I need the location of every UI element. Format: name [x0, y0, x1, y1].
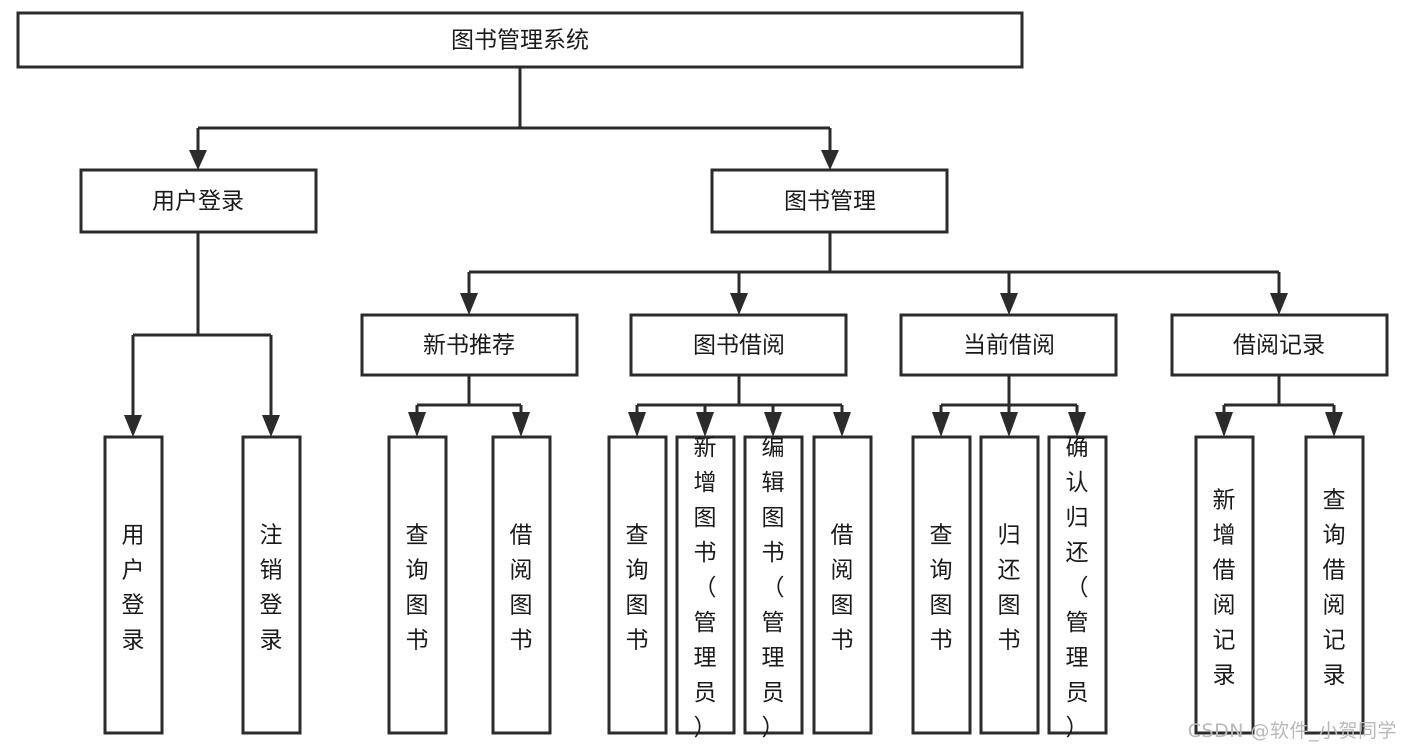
node-leaf-borrow-book-new-box: [491, 435, 552, 735]
node-leaf-logout[interactable]: 注销登录: [241, 435, 302, 735]
node-leaf-confirm-return-label: 确认归还（管理员）: [1066, 435, 1089, 741]
node-book-manage-box: [710, 168, 949, 234]
node-current-borrow-label: 当前借阅: [963, 333, 1055, 359]
arrow-head-book-borrow: [730, 293, 748, 315]
arrow-head-leaf-query-book-3: [932, 412, 950, 437]
arrow-head-leaf-edit-book: [764, 412, 782, 437]
node-leaf-confirm-return[interactable]: 确认归还（管理员）: [1047, 435, 1108, 741]
node-leaf-add-record-label: 新增借阅记录: [1213, 487, 1236, 688]
node-leaf-add-record[interactable]: 新增借阅记录: [1194, 435, 1255, 735]
node-new-book-recommend[interactable]: 新书推荐: [360, 313, 579, 377]
node-new-book-recommend-box: [360, 313, 579, 377]
node-leaf-add-record-box: [1194, 435, 1255, 735]
node-book-manage[interactable]: 图书管理: [710, 168, 949, 234]
node-leaf-query-record[interactable]: 查询借阅记录: [1304, 435, 1365, 735]
node-new-book-recommend-label: 新书推荐: [423, 333, 515, 359]
node-borrow-record-label: 借阅记录: [1233, 333, 1325, 359]
node-leaf-borrow-book-new[interactable]: 借阅图书: [491, 435, 552, 735]
arrow-head-leaf-confirm-return: [1068, 412, 1086, 437]
arrow-head-leaf-logout: [262, 415, 280, 437]
node-leaf-query-book-new[interactable]: 查询图书: [387, 435, 448, 735]
node-user-login-label: 用户登录: [152, 189, 244, 215]
node-user-login[interactable]: 用户登录: [79, 168, 318, 234]
node-leaf-query-book-current-box: [911, 435, 972, 735]
arrow-head-leaf-add-book: [696, 412, 714, 437]
arrow-head-user-login: [189, 150, 207, 170]
arrow-head-leaf-query-record: [1325, 412, 1343, 437]
node-leaf-query-book-new-label: 查询图书: [406, 522, 429, 653]
node-leaf-edit-book-box: [743, 435, 804, 735]
arrow-head-leaf-borrow-book-2: [833, 412, 851, 437]
node-leaf-query-record-box: [1304, 435, 1365, 735]
node-root-system[interactable]: 图书管理系统: [16, 11, 1024, 69]
arrow-head-leaf-add-record: [1215, 412, 1233, 437]
csdn-watermark: CSDN @软件_小贺同学: [1187, 720, 1397, 742]
node-current-borrow[interactable]: 当前借阅: [899, 313, 1118, 377]
node-leaf-borrow-book-borrow-label: 借阅图书: [831, 522, 854, 653]
node-leaf-return-book[interactable]: 归还图书: [979, 435, 1040, 735]
node-borrow-record[interactable]: 借阅记录: [1170, 313, 1389, 377]
node-leaf-return-book-label: 归还图书: [998, 522, 1021, 653]
node-leaf-user-login-box: [103, 435, 164, 735]
node-user-login-box: [79, 168, 318, 234]
node-book-borrow[interactable]: 图书借阅: [629, 313, 848, 377]
node-leaf-query-book-current[interactable]: 查询图书: [911, 435, 972, 735]
node-leaf-query-book-borrow-label: 查询图书: [626, 522, 649, 653]
arrow-head-new-book: [460, 293, 478, 315]
node-leaf-query-book-new-box: [387, 435, 448, 735]
node-book-borrow-box: [629, 313, 848, 377]
connector-layer: [124, 67, 1343, 437]
node-leaf-edit-book-label: 编辑图书（管理员）: [762, 435, 785, 741]
node-book-manage-label: 图书管理: [784, 189, 876, 215]
node-leaf-add-book[interactable]: 新增图书（管理员）: [675, 435, 736, 741]
arrow-head-leaf-return-book: [1000, 412, 1018, 437]
arrow-head-leaf-query-book-2: [628, 412, 646, 437]
node-leaf-query-record-label: 查询借阅记录: [1323, 487, 1346, 688]
arrow-head-current-borrow: [1000, 293, 1018, 315]
node-current-borrow-box: [899, 313, 1118, 377]
node-leaf-edit-book[interactable]: 编辑图书（管理员）: [743, 435, 804, 741]
node-leaf-borrow-book-new-label: 借阅图书: [510, 522, 533, 653]
node-leaf-return-book-box: [979, 435, 1040, 735]
node-leaf-borrow-book-borrow-box: [812, 435, 873, 735]
node-leaf-user-login[interactable]: 用户登录: [103, 435, 164, 735]
node-leaf-query-book-borrow[interactable]: 查询图书: [607, 435, 668, 735]
node-leaf-query-book-current-label: 查询图书: [930, 522, 953, 653]
node-leaf-add-book-box: [675, 435, 736, 735]
arrow-head-borrow-record: [1270, 293, 1288, 315]
node-leaf-borrow-book-borrow[interactable]: 借阅图书: [812, 435, 873, 735]
node-book-borrow-label: 图书借阅: [693, 333, 785, 359]
node-leaf-user-login-label: 用户登录: [122, 522, 145, 653]
node-leaf-logout-box: [241, 435, 302, 735]
node-root-system-label: 图书管理系统: [451, 28, 589, 54]
node-borrow-record-box: [1170, 313, 1389, 377]
node-leaf-logout-label: 注销登录: [260, 522, 283, 653]
arrow-head-book-manage: [821, 150, 839, 170]
node-leaf-add-book-label: 新增图书（管理员）: [694, 435, 717, 741]
node-root-system-box: [16, 11, 1024, 69]
arrow-head-leaf-user-login: [124, 415, 142, 437]
node-leaf-query-book-borrow-box: [607, 435, 668, 735]
arrow-head-leaf-borrow-book-1: [512, 412, 530, 437]
arrow-head-leaf-query-book-1: [408, 412, 426, 437]
node-leaf-confirm-return-box: [1047, 435, 1108, 735]
